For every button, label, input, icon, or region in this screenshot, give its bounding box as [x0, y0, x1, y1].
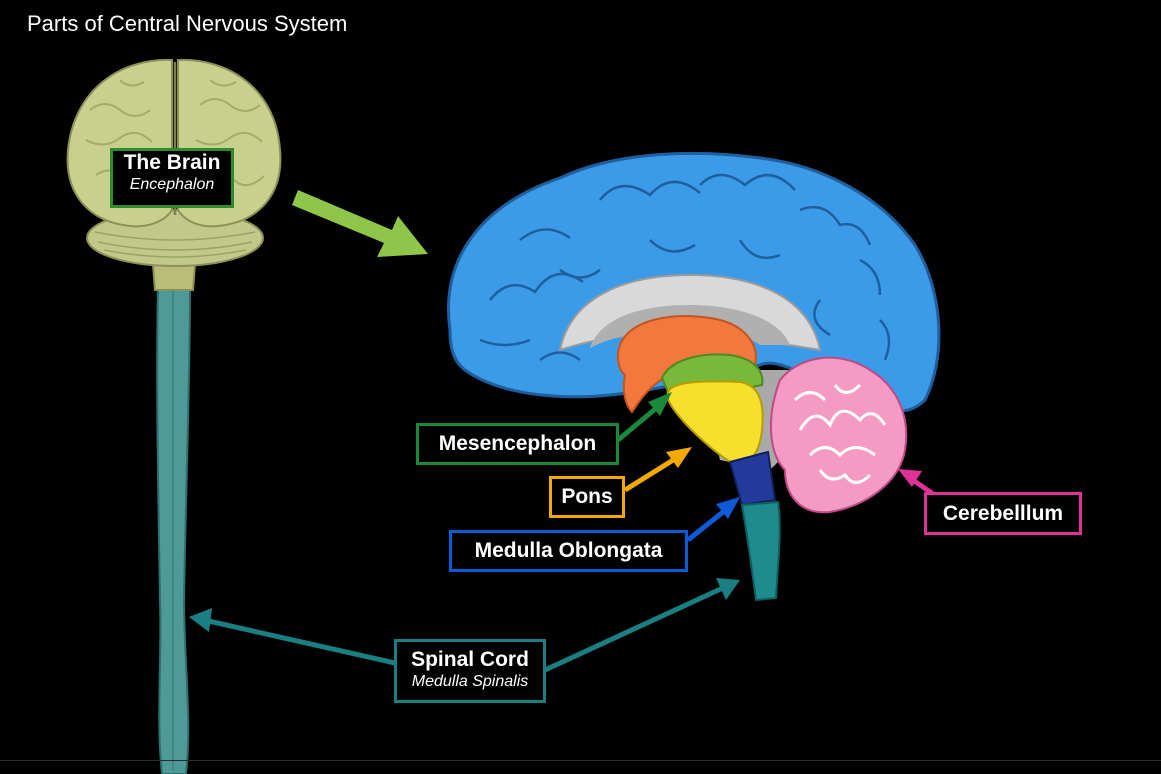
medulla: [728, 450, 777, 507]
arrow-spinal-left: [189, 608, 396, 666]
label-pons-text: Pons: [561, 485, 613, 508]
label-medulla-text: Medulla Oblongata: [474, 539, 663, 562]
video-progress-track: [0, 760, 1161, 761]
label-spinal-cord-sub: Medulla Spinalis: [411, 673, 529, 690]
label-spinal-cord-main: Spinal Cord: [411, 648, 529, 671]
label-cerebellum-text: Cerebelllum: [942, 502, 1064, 525]
label-medulla: Medulla Oblongata: [449, 530, 688, 572]
arrow-pons: [623, 447, 692, 493]
label-brain-main: The Brain: [123, 151, 221, 174]
label-spinal-cord: Spinal Cord Medulla Spinalis: [394, 639, 546, 703]
label-cerebellum: Cerebelllum: [924, 492, 1082, 535]
page-title: Parts of Central Nervous System: [27, 11, 348, 36]
sagittal-brain: [447, 151, 941, 602]
arrow-medulla: [686, 497, 740, 542]
label-brain-sub: Encephalon: [129, 176, 215, 193]
label-brain: The Brain Encephalon: [110, 148, 234, 208]
arrow-mesencephalon: [616, 392, 672, 442]
label-mesencephalon-text: Mesencephalon: [438, 432, 597, 455]
spinal-cord-front-view: [156, 284, 192, 774]
spinal-stub: [740, 500, 781, 602]
pons: [666, 380, 764, 463]
cerebellum-shape: [769, 356, 908, 514]
label-pons: Pons: [549, 476, 625, 518]
arrow-spinal-right: [543, 578, 740, 673]
pointer-arrow: [292, 190, 428, 257]
label-mesencephalon: Mesencephalon: [416, 423, 619, 465]
